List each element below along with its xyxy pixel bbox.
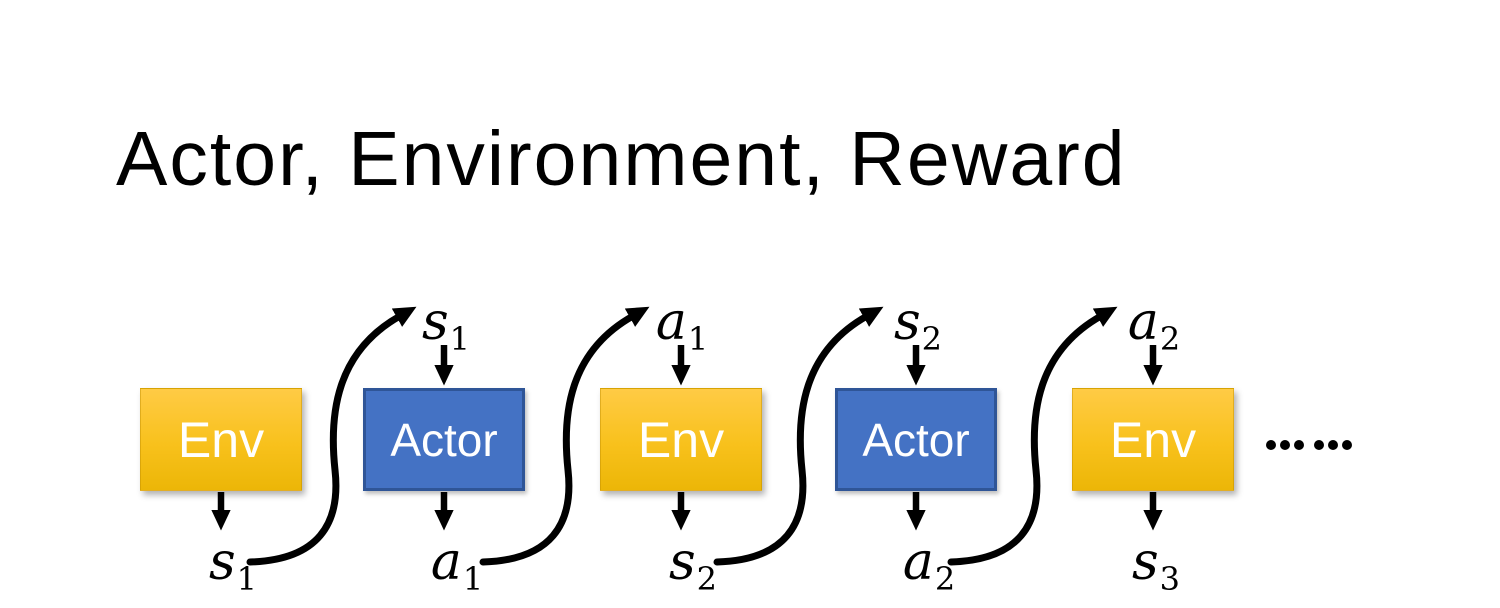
bottom-label-s2: s2 <box>669 536 717 595</box>
bottom-label-s1-base: s <box>208 532 236 592</box>
bottom-label-s3-sub: 3 <box>1159 560 1181 598</box>
ellipsis-dot <box>1328 440 1338 450</box>
env-box-1: Env <box>140 388 302 491</box>
actor-box-1: Actor <box>363 388 525 491</box>
ellipsis <box>1266 440 1356 450</box>
bottom-label-s3: s3 <box>1132 536 1180 595</box>
env-box-3: Env <box>1072 388 1234 491</box>
top-label-s1-base: s <box>421 292 449 352</box>
top-label-a2-base: a <box>1127 292 1159 352</box>
top-label-a1-sub: 1 <box>687 320 709 358</box>
ellipsis-dot <box>1280 440 1290 450</box>
ellipsis-dot <box>1266 440 1276 450</box>
top-label-s2-sub: 2 <box>921 320 943 358</box>
top-label-s1-sub: 1 <box>449 320 471 358</box>
top-label-a1-base: a <box>655 292 687 352</box>
env-box-2-label: Env <box>637 411 725 468</box>
bottom-label-a2: a2 <box>903 536 955 595</box>
ellipsis-dot <box>1314 440 1324 450</box>
env-box-1-label: Env <box>177 411 265 468</box>
bottom-label-a1-base: a <box>430 532 462 592</box>
bottom-label-s3-base: s <box>1131 532 1159 592</box>
bottom-label-s2-base: s <box>668 532 696 592</box>
actor-box-2: Actor <box>835 388 997 491</box>
bottom-label-s2-sub: 2 <box>696 560 718 598</box>
top-label-s2-base: s <box>893 292 921 352</box>
top-label-a2: a2 <box>1128 296 1180 355</box>
bottom-label-a2-sub: 2 <box>934 560 956 598</box>
env-box-2: Env <box>600 388 762 491</box>
env-box-3-label: Env <box>1109 411 1197 468</box>
actor-box-1-label: Actor <box>390 413 498 466</box>
actor-box-2-label: Actor <box>862 413 970 466</box>
ellipsis-dot <box>1294 440 1304 450</box>
bottom-label-a2-base: a <box>902 532 934 592</box>
slide-title: Actor, Environment, Reward <box>116 116 1127 202</box>
ellipsis-dot <box>1342 440 1352 450</box>
bottom-label-s1: s1 <box>209 536 257 595</box>
top-label-a2-sub: 2 <box>1159 320 1181 358</box>
bottom-label-a1: a1 <box>431 536 483 595</box>
top-label-s1: s1 <box>422 296 470 355</box>
bottom-label-a1-sub: 1 <box>462 560 484 598</box>
top-label-a1: a1 <box>656 296 708 355</box>
top-label-s2: s2 <box>894 296 942 355</box>
bottom-label-s1-sub: 1 <box>236 560 258 598</box>
